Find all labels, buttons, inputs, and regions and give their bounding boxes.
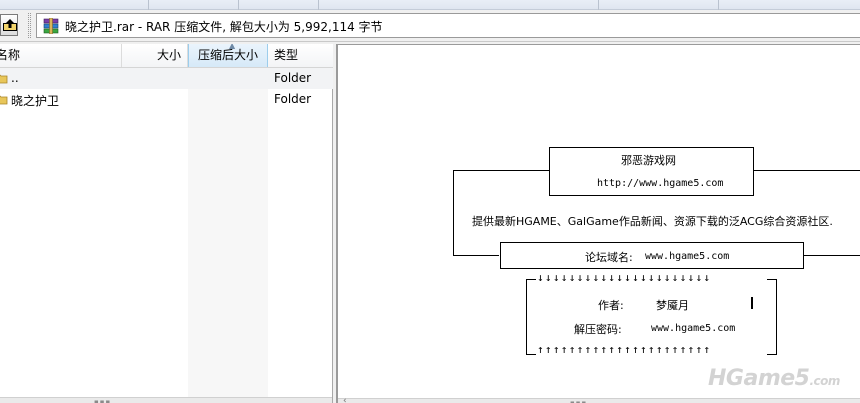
comment-frame-line	[754, 170, 860, 171]
column-name-label: 名称	[0, 48, 21, 62]
column-header-packed[interactable]: ▲ 压缩后大小	[188, 44, 268, 67]
comment-frame-line	[751, 297, 753, 309]
forum-label: 论坛域名:	[585, 251, 633, 264]
file-list-pane[interactable]: 名称 大小 ▲ 压缩后大小 类型 .. Folder 晓之护卫 Folder ▪…	[0, 44, 333, 403]
forum-url: www.hgame5.com	[645, 251, 730, 262]
toolbar-separator	[28, 13, 31, 38]
column-header-name[interactable]: 名称	[0, 44, 122, 67]
column-packed-label: 压缩后大小	[197, 48, 258, 62]
file-list-horizontal-scrollbar[interactable]: ▪▪▪	[0, 397, 332, 403]
rar-archive-icon	[43, 18, 59, 34]
column-size-label: 大小	[156, 48, 181, 62]
folder-icon	[0, 74, 8, 84]
site-url: http://www.hgame5.com	[597, 178, 724, 189]
comment-frame-line	[453, 170, 549, 171]
address-row: 晓之护卫.rar - RAR 压缩文件, 解包大小为 5,992,114 字节	[0, 10, 860, 42]
folder-icon	[0, 95, 8, 105]
file-list-header: 名称 大小 ▲ 压缩后大小 类型	[0, 44, 333, 68]
comment-frame-line	[549, 195, 754, 196]
comment-frame-line	[526, 279, 536, 280]
file-row-folder[interactable]: 晓之护卫 Folder	[0, 89, 333, 110]
site-tagline: 提供最新HGAME、GalGame作品新闻、资源下载的泛ACG综合资源社区.	[472, 215, 833, 228]
up-folder-button[interactable]	[0, 14, 18, 36]
toolbar-strip	[0, 0, 860, 10]
file-row-type: Folder	[274, 92, 312, 106]
archive-path-text: 晓之护卫.rar - RAR 压缩文件, 解包大小为 5,992,114 字节	[65, 20, 383, 34]
file-row-name: ..	[11, 71, 19, 85]
down-arrows-row: ↓↓↓↓↓↓↓↓↓↓↓↓↓↓↓↓↓↓↓↓↓↓	[537, 271, 712, 284]
comment-frame-line	[549, 147, 754, 148]
comment-frame-line	[767, 279, 777, 280]
comment-pane: 邪恶游戏网 http://www.hgame5.com 提供最新HGAME、Ga…	[336, 44, 860, 403]
file-row-type: Folder	[274, 71, 312, 85]
up-arrows-row: ↑↑↑↑↑↑↑↑↑↑↑↑↑↑↑↑↑↑↑↑↑↑	[537, 343, 712, 356]
scrollbar-grip: ▪▪▪	[570, 399, 588, 403]
column-type-label: 类型	[274, 48, 299, 62]
comment-frame-line	[500, 242, 804, 243]
address-bar[interactable]: 晓之护卫.rar - RAR 压缩文件, 解包大小为 5,992,114 字节	[36, 13, 860, 38]
scroll-left-icon[interactable]: ‹	[343, 396, 347, 403]
comment-frame-line	[500, 268, 804, 269]
comment-frame-line	[549, 147, 550, 196]
sort-arrow-icon: ▲	[229, 44, 236, 50]
sorted-column-highlight	[188, 68, 268, 403]
comment-frame-line	[753, 147, 754, 196]
comment-frame-line	[526, 354, 536, 355]
site-name: 邪恶游戏网	[621, 154, 676, 167]
file-row-name: 晓之护卫	[11, 94, 60, 108]
comment-frame-line	[803, 242, 804, 269]
column-header-size[interactable]: 大小	[122, 44, 188, 67]
scrollbar-grip: ▪▪▪	[94, 398, 112, 403]
comment-horizontal-scrollbar[interactable]: ‹ ▪▪▪	[338, 396, 860, 403]
author-label: 作者:	[598, 299, 624, 312]
author-value: 梦魇月	[656, 299, 689, 312]
comment-frame-line	[767, 354, 777, 355]
comment-frame-line	[453, 170, 454, 256]
comment-frame-line	[776, 279, 777, 355]
comment-frame-line	[526, 279, 527, 355]
password-value: www.hgame5.com	[651, 323, 736, 334]
up-folder-icon	[3, 19, 17, 31]
column-header-type[interactable]: 类型	[268, 44, 334, 67]
file-row-parent[interactable]: .. Folder	[0, 68, 333, 89]
comment-frame-line	[500, 242, 501, 269]
comment-frame-line	[804, 255, 860, 256]
password-label: 解压密码:	[574, 323, 622, 336]
comment-frame-line	[453, 255, 499, 256]
hgame5-watermark: HGame5.com	[708, 366, 840, 391]
